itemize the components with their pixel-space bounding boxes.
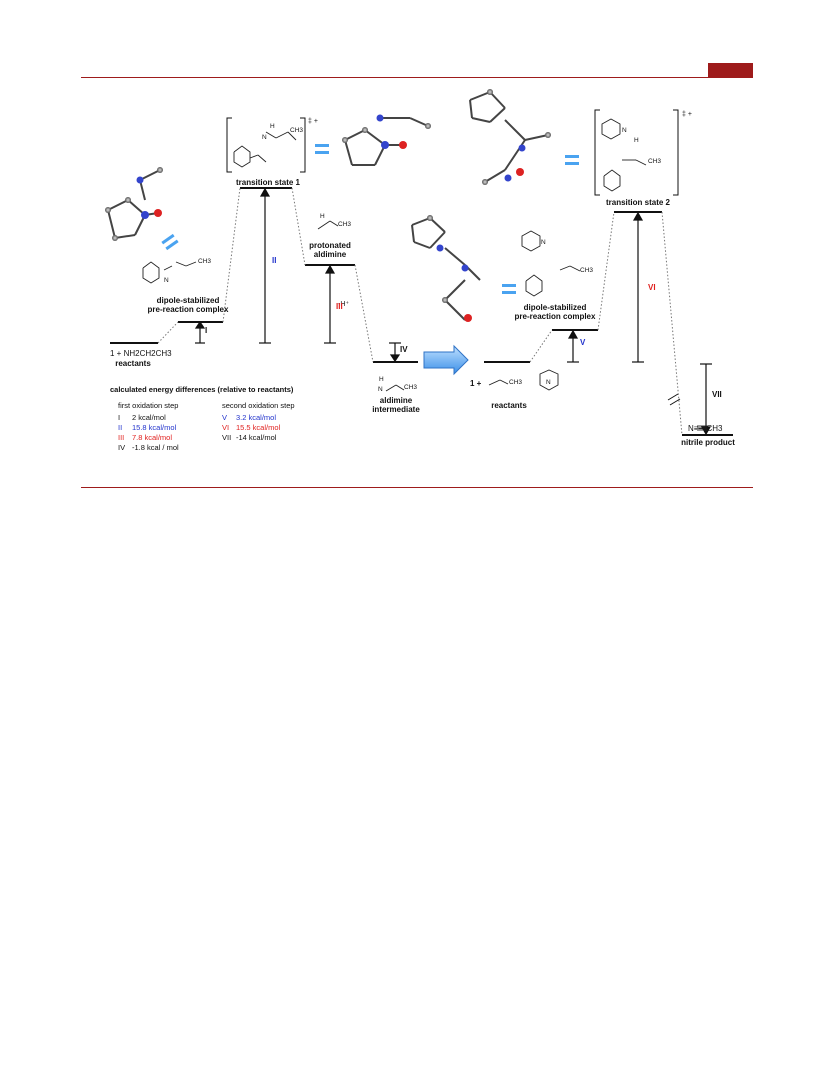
complex2-n: N [541,239,546,246]
numeral-v: V [580,338,586,347]
ts2-ch3: CH3 [648,158,662,165]
legend-title: calculated energy differences (relative … [110,385,294,394]
connectors [157,187,683,436]
numeral-i: I [205,326,208,335]
reactants1-formula: 1 + NH2CH2CH3 [110,349,172,358]
numeral-ii: II [272,256,277,265]
ts2-label: transition state 2 [605,198,670,207]
reactants2-n: N [546,379,551,386]
ts1-h: H [270,123,275,130]
protonated-line1: protonated [309,241,351,250]
energy-diagram [105,89,733,436]
ts2-n: N [622,127,627,134]
top-rule [81,77,753,78]
molecule-model-4 [411,215,481,322]
aldimine-n: N [378,386,383,393]
legend-row: VII-14 kcal/mol [222,433,277,442]
reactants2-label: reactants [491,401,527,410]
legend-row: IV-1.8 kcal / mol [118,443,179,452]
complex2-ch3: CH3 [580,267,594,274]
bracket-ts1 [226,117,306,173]
ts1-label: transition state 1 [235,178,300,187]
protonated-h: H [320,213,325,220]
molecule-model-3 [469,89,551,185]
nitrile-formula: N≡—CH3 [688,424,723,433]
ts1-ch3: CH3 [290,127,304,134]
nitrile-label: nitrile product [681,438,735,447]
bracket-ts2 [594,109,679,196]
header-tab [708,63,753,77]
numeral-iii: III [336,302,343,311]
step-arrow [423,344,469,376]
axis-break [667,393,681,406]
complex1-line2: pre-reaction complex [147,305,229,314]
numeral-vii: VII [712,390,722,399]
ts2-h: H [634,137,639,144]
reactants2-formula: 1 + [470,379,482,388]
energy-arrows [194,187,712,436]
numeral-iv: IV [400,345,408,354]
molecule-model-2 [342,114,431,166]
reactants1-label: reactants [115,359,151,368]
complex1-line1: dipole-stabilized [156,296,220,305]
complex2-line2: pre-reaction complex [514,312,596,321]
molecule-model-1 [105,167,163,241]
energy-legend: calculated energy differences (relative … [110,385,410,453]
legend-second-heading: second oxidation step [222,401,295,410]
minus-h-label: -H⁺ [338,301,350,308]
legend-first-heading: first oxidation step [118,401,179,410]
complex2-line1: dipole-stabilized [523,303,587,312]
bottom-rule [81,487,753,488]
aldimine-line1: aldimine [379,396,413,405]
aldimine-ch3: CH3 [404,384,418,391]
aldimine-h: H [379,376,384,383]
equals-signs [161,144,579,294]
reactants2-ch3: CH3 [509,379,523,386]
ts1-n: N [262,134,267,141]
aldimine-line2: intermediate [372,405,420,414]
ts2-charge: ‡ + [682,111,692,118]
numeral-vi: VI [648,283,656,292]
protonated-ch3: CH3 [338,221,352,228]
ts1-charge: ‡ + [308,118,318,125]
complex1-ch3: CH3 [198,258,212,265]
structure-sketches [142,118,708,431]
complex1-n: N [164,277,169,284]
protonated-line2: aldimine [313,250,347,259]
